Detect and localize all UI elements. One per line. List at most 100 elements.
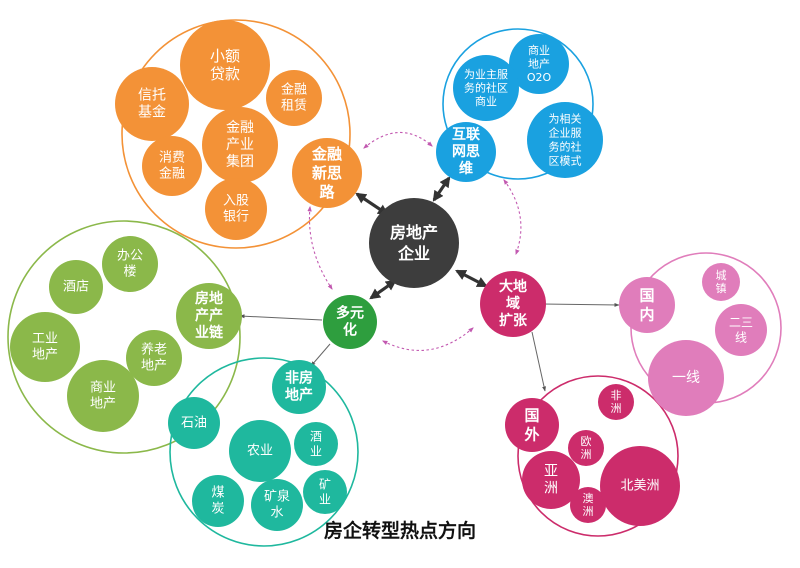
chain-item-elderly-circle [126, 330, 182, 386]
finance-item-leasing-label: 租赁 [281, 98, 307, 113]
internet-item-community-label: 务的社区 [464, 81, 508, 95]
finance-item-leasing-circle [266, 70, 322, 126]
domestic-item-tier1-label: 一线 [672, 370, 700, 386]
finance-item-group-circle [202, 107, 278, 183]
arrow-center-multi [369, 279, 397, 300]
chain-hub-label: 房地 [195, 290, 223, 307]
chain-hub-label: 产产 [195, 307, 223, 324]
domestic-item-towns-label: 镇 [716, 281, 727, 295]
finance-item-trust-fund-circle [115, 67, 189, 141]
finance-item-group-label: 集团 [226, 153, 254, 170]
internet-hub-label: 维 [459, 160, 473, 177]
nonre-hub-label: 地产 [285, 387, 313, 404]
chain-item-office: 办公楼 [102, 236, 158, 292]
arrow-region-domestic [541, 302, 620, 307]
arrow-center-finance [355, 192, 389, 216]
overseas-item-oceania-label: 澳 [583, 492, 594, 505]
chain-item-industrial-circle [10, 312, 80, 382]
overseas-item-africa-circle [598, 384, 634, 420]
arrow-region-overseas [531, 331, 546, 392]
nonre-cluster-outline [169, 357, 359, 547]
internet-item-enterprise-circle [527, 102, 603, 178]
multi-hub-circle [323, 295, 377, 349]
nonre-item-mining-label: 矿 [319, 478, 331, 492]
node-layer: 房地产企业小额贷款信托基金金融租赁金融产业集团消费金融入股银行金融新思路商业地产… [10, 20, 767, 531]
internet-hub-label: 网思 [452, 144, 480, 160]
nonre-item-liquor-label: 业 [310, 444, 322, 458]
chain-item-elderly-label: 养老 [141, 342, 167, 358]
overseas-hub-circle [505, 398, 559, 452]
domestic-item-towns-circle [702, 263, 740, 301]
chain-cluster-outline [7, 220, 241, 454]
domestic-hub-label: 国 [639, 287, 654, 305]
nonre-item-water-label: 水 [270, 505, 283, 520]
overseas-hub-label: 外 [523, 426, 539, 444]
nonre-item-liquor: 酒业 [294, 422, 338, 466]
nonre-item-mining-circle [303, 470, 347, 514]
finance-hub-label: 新思 [312, 164, 342, 182]
region-hub-label: 域 [506, 295, 520, 312]
domestic-item-towns-label: 城 [716, 269, 727, 282]
arrow-center-internet [432, 176, 451, 202]
nonre-item-oil-circle [168, 397, 220, 449]
nonre-item-coal-label: 煤 [211, 486, 224, 501]
nonre-item-coal: 煤炭 [192, 475, 244, 527]
domestic-item-tier23-label: 二三 [729, 316, 753, 330]
nonre-item-water-circle [251, 479, 303, 531]
dashed-multi-region [382, 327, 474, 351]
internet-cluster-outline [442, 28, 594, 180]
overseas-item-oceania-label: 洲 [583, 505, 594, 518]
nonre-item-oil: 石油 [168, 397, 220, 449]
finance-item-trust-fund-label: 基金 [138, 104, 166, 121]
chain-item-office-label: 办公 [117, 249, 143, 264]
overseas-item-asia: 亚洲 [522, 451, 580, 509]
finance-item-consumer-label: 消费 [159, 151, 185, 166]
finance-item-bank-circle [205, 178, 267, 240]
chain-item-hotel-circle [49, 260, 103, 314]
overseas-item-africa: 非洲 [598, 384, 634, 420]
multi-hub-label: 化 [343, 322, 357, 339]
dashed-finance-internet [363, 131, 433, 149]
chain-item-commercial-label: 地产 [90, 396, 116, 411]
overseas-item-europe: 欧洲 [568, 430, 604, 466]
finance-hub-circle [292, 138, 362, 208]
internet-hub-label: 互联 [452, 127, 481, 143]
internet-item-o2o-label: O2O [527, 71, 552, 84]
arrow-center-region [455, 269, 488, 288]
nonre-item-liquor-label: 酒 [310, 430, 322, 444]
nonre-item-coal-circle [192, 475, 244, 527]
diagram-caption: 房企转型热点方向 [323, 520, 476, 542]
overseas-item-oceania-circle [570, 487, 606, 523]
center-node-label: 房地产 [390, 223, 438, 242]
region-hub-circle [480, 271, 546, 337]
domestic-item-tier23-circle [715, 304, 767, 356]
overseas-item-europe-label: 洲 [581, 448, 592, 461]
chain-item-hotel: 酒店 [49, 260, 103, 314]
chain-item-elderly-label: 地产 [141, 358, 167, 373]
finance-item-group-label: 产业 [226, 137, 254, 153]
finance-item-leasing-label: 金融 [281, 82, 307, 98]
nonre-item-liquor-circle [294, 422, 338, 466]
nonre-hub-label: 非房 [285, 370, 313, 387]
arrow-multi-chain [239, 314, 323, 321]
overseas-item-asia-label: 亚 [544, 463, 558, 479]
nonre-item-mining-label: 业 [319, 492, 331, 506]
nonre-item-agriculture-circle [229, 420, 291, 482]
dashed-internet-region [503, 179, 522, 256]
overseas-item-asia-circle [522, 451, 580, 509]
overseas-item-europe-circle [568, 430, 604, 466]
overseas-item-north-america: 北美洲 [600, 446, 680, 526]
overseas-item-oceania: 澳洲 [570, 487, 606, 523]
overseas-item-north-america-label: 北美洲 [620, 479, 659, 494]
